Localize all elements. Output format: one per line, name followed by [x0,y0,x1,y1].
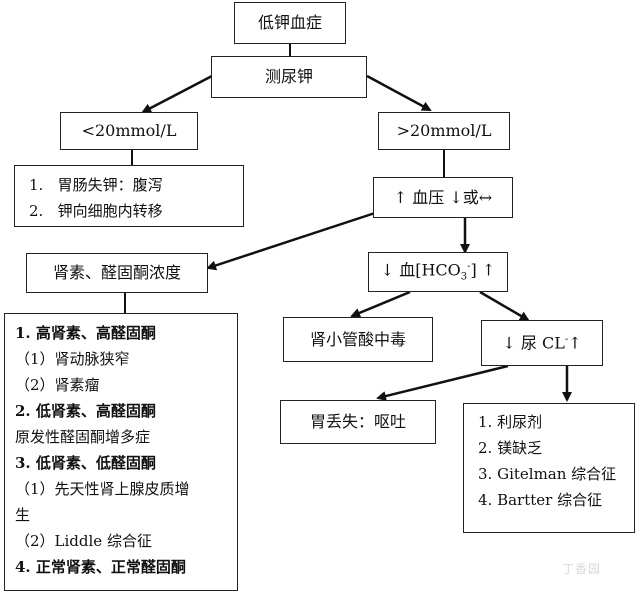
node-urine-potassium-label: 测尿钾 [264,67,313,86]
node-gastric-loss: 胃丢失：呕吐 [280,400,436,444]
renin-detail-line: （2）肾素瘤 [15,376,100,394]
node-serum-hco3: ↓ 血[HCO3-] ↑ [368,252,508,292]
node-blood-pressure-label: ↑ 血压 ↓或↔ [393,187,493,207]
edge-measure-high [366,74,432,112]
node-urine-potassium: 测尿钾 [211,56,367,98]
node-high-urine-k-label: >20mmol/L [396,121,492,140]
diuretic-item: 1. 利尿剂 [478,413,543,431]
node-urine-chloride: ↓ 尿 CL-↑ [481,320,603,366]
renin-detail-line: 4. 正常肾素、正常醛固酮 [15,558,186,576]
node-low-urine-k-label: <20mmol/L [81,121,177,140]
node-gi-loss: 1. 胃肠失钾：腹泻 2. 钾向细胞内转移 [14,165,244,227]
edge-cl-gastric [376,364,509,401]
renin-detail-line: （2）Liddle 综合征 [15,532,152,550]
edge-hco3-rta [350,290,411,318]
node-diuretic-causes: 1. 利尿剂 2. 镁缺乏 3. Gitelman 综合征 4. Bartter… [463,403,635,533]
diuretic-item: 2. 镁缺乏 [478,439,543,457]
node-low-urine-k: <20mmol/L [60,112,198,150]
node-high-urine-k: >20mmol/L [378,112,510,150]
gi-item: 1. 胃肠失钾：腹泻 [29,176,163,194]
gi-item: 2. 钾向细胞内转移 [29,202,163,220]
renin-detail-line: 生 [15,506,31,524]
edge-measure-low [141,74,213,114]
node-renin-aldosterone: 肾素、醛固酮浓度 [26,253,208,293]
renin-detail-line: （1）肾动脉狭窄 [15,350,130,368]
edge-hco3-cl [479,290,530,322]
node-serum-hco3-label: ↓ 血[HCO3-] ↑ [380,260,496,283]
renin-detail-line: 原发性醛固酮增多症 [15,428,151,446]
node-hypokalemia-label: 低钾血症 [257,13,322,32]
node-rta-label: 肾小管酸中毒 [309,329,406,349]
node-gastric-loss-label: 胃丢失：呕吐 [309,412,406,431]
diuretic-item: 3. Gitelman 综合征 [478,465,617,483]
renin-detail-line: 2. 低肾素、高醛固酮 [15,402,156,420]
watermark: 丁香园 [562,562,602,576]
renin-detail-line: （1）先天性肾上腺皮质增 [15,480,190,498]
node-urine-chloride-label: ↓ 尿 CL-↑ [502,333,582,353]
renin-detail-line: 3. 低肾素、低醛固酮 [15,454,156,472]
edge-bp-renin [206,210,379,271]
node-rta: 肾小管酸中毒 [283,317,433,362]
node-renin-aldosterone-label: 肾素、醛固酮浓度 [52,263,181,282]
node-blood-pressure: ↑ 血压 ↓或↔ [373,177,513,218]
renin-detail-line: 1. 高肾素、高醛固酮 [15,324,156,342]
node-renin-classification: 1. 高肾素、高醛固酮 （1）肾动脉狭窄 （2）肾素瘤 2. 低肾素、高醛固酮 … [4,313,238,591]
node-hypokalemia: 低钾血症 [234,2,346,44]
diuretic-item: 4. Bartter 综合征 [478,491,603,509]
